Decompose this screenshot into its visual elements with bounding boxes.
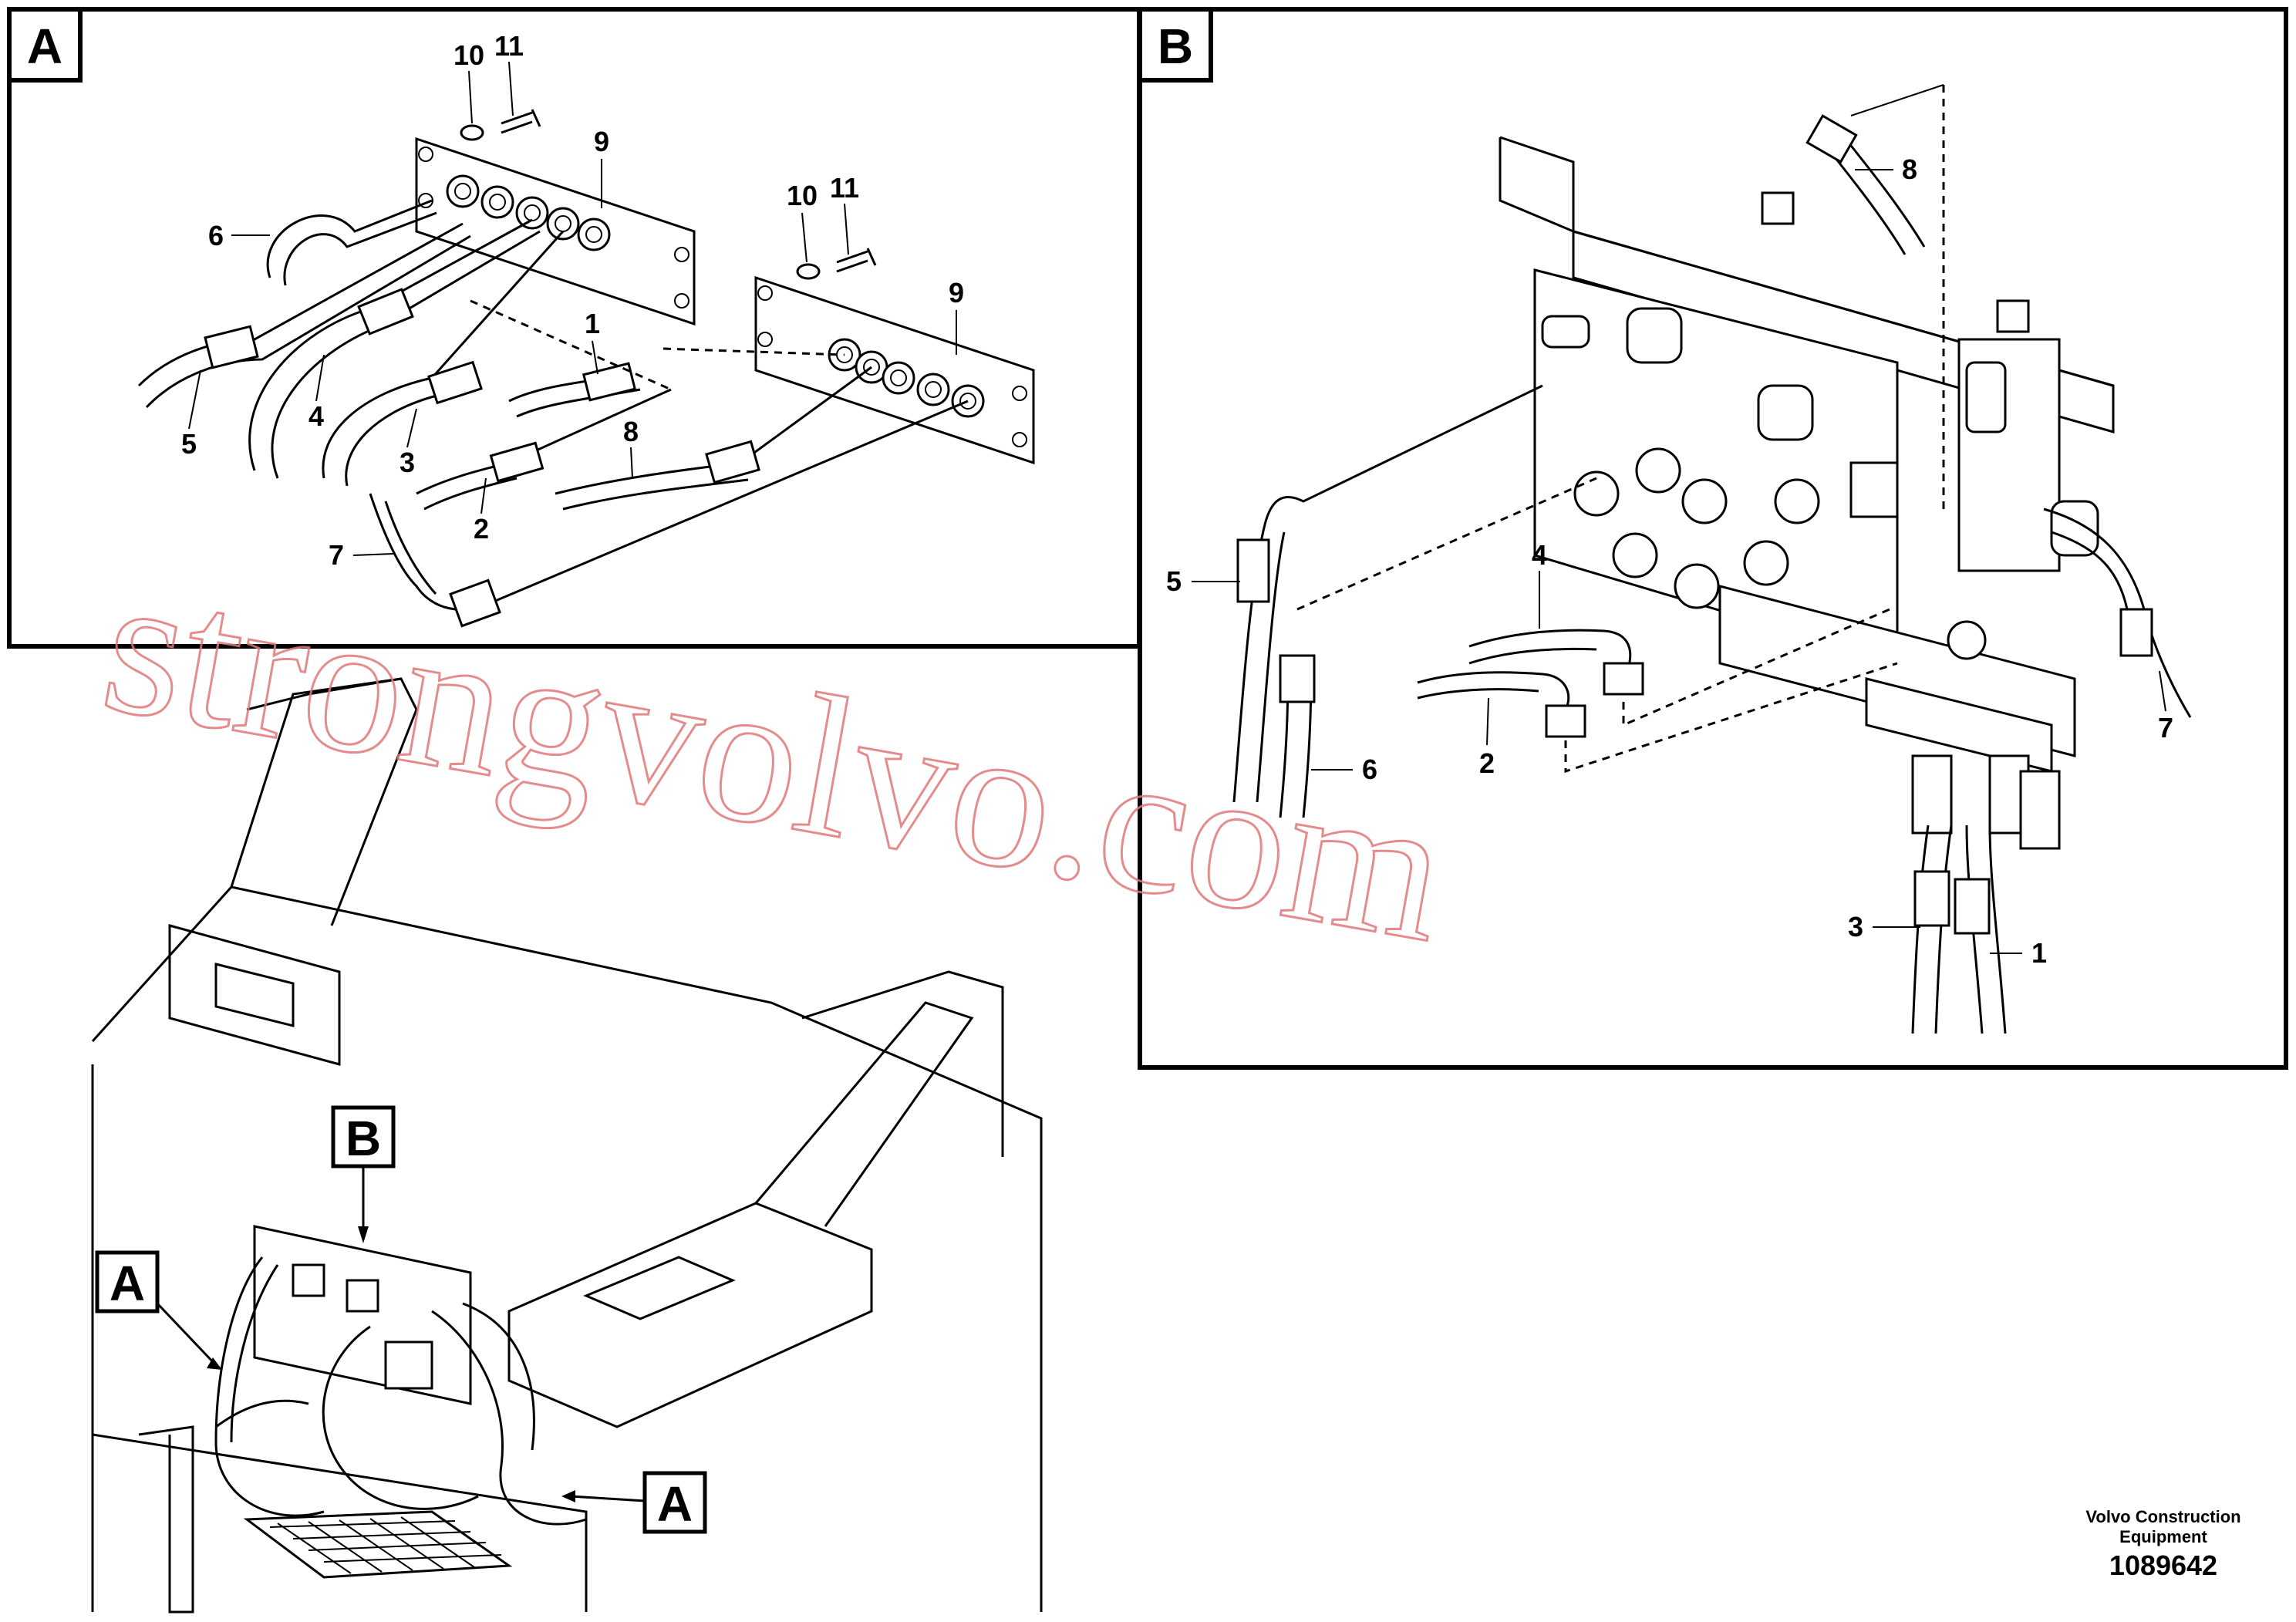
callout-a-10-lower: 10 [787, 180, 818, 211]
panel-b-callouts: 8 5 4 6 2 7 3 1 [1166, 153, 2173, 969]
overview-valve-cluster [214, 1225, 587, 1526]
overview-frame: B A A [91, 677, 1043, 1614]
callout-a-8: 8 [623, 416, 639, 447]
callout-b-1: 1 [2031, 937, 2047, 969]
callout-a-4: 4 [308, 400, 324, 432]
overview-tag-a-left: A [95, 1250, 222, 1370]
callout-b-5: 5 [1166, 565, 1182, 597]
panel-a-tag: A [27, 19, 62, 74]
footer: Volvo Construction Equipment 1089642 [2085, 1507, 2240, 1581]
callout-a-6: 6 [208, 220, 224, 251]
callout-a-9-upper: 9 [594, 126, 609, 157]
callout-b-6: 6 [1362, 754, 1377, 785]
callout-a-11-upper: 11 [494, 30, 524, 62]
plate-fittings-lower [828, 338, 985, 418]
floor-grid [243, 1510, 513, 1579]
hoses-panel-a [137, 199, 969, 628]
svg-text:B: B [346, 1111, 381, 1166]
svg-text:A: A [110, 1256, 145, 1311]
callout-b-3: 3 [1848, 911, 1863, 943]
panel-b: B [1138, 7, 2288, 1070]
plate-fittings-upper [446, 174, 611, 251]
callout-b-8: 8 [1902, 153, 1917, 185]
panel-a-callouts: 10 11 9 6 10 11 9 1 5 4 3 8 2 7 [181, 30, 964, 571]
overview-tag-b: B [331, 1105, 396, 1243]
company-line-2: Equipment [2119, 1527, 2207, 1546]
callout-a-3: 3 [400, 447, 415, 478]
figure-number: 1089642 [2109, 1549, 2217, 1581]
callout-a-5: 5 [181, 428, 197, 460]
company-line-1: Volvo Construction [2085, 1507, 2240, 1526]
callout-a-7: 7 [329, 539, 344, 571]
hoses-panel-b [1232, 84, 2192, 1034]
valve-block-assembly [1533, 268, 2099, 850]
callout-a-10-upper: 10 [453, 39, 484, 71]
callout-b-2: 2 [1479, 747, 1495, 779]
overview-tag-a-right: A [561, 1471, 707, 1534]
callout-b-4: 4 [1532, 539, 1547, 571]
callout-b-7: 7 [2158, 712, 2173, 744]
callout-a-2: 2 [474, 513, 489, 545]
panel-a: A [7, 7, 1141, 649]
svg-text:A: A [657, 1476, 693, 1532]
callout-a-1: 1 [585, 308, 600, 339]
panel-b-tag: B [1158, 19, 1193, 74]
callout-a-9-lower: 9 [949, 277, 964, 309]
callout-a-11-lower: 11 [830, 172, 859, 204]
